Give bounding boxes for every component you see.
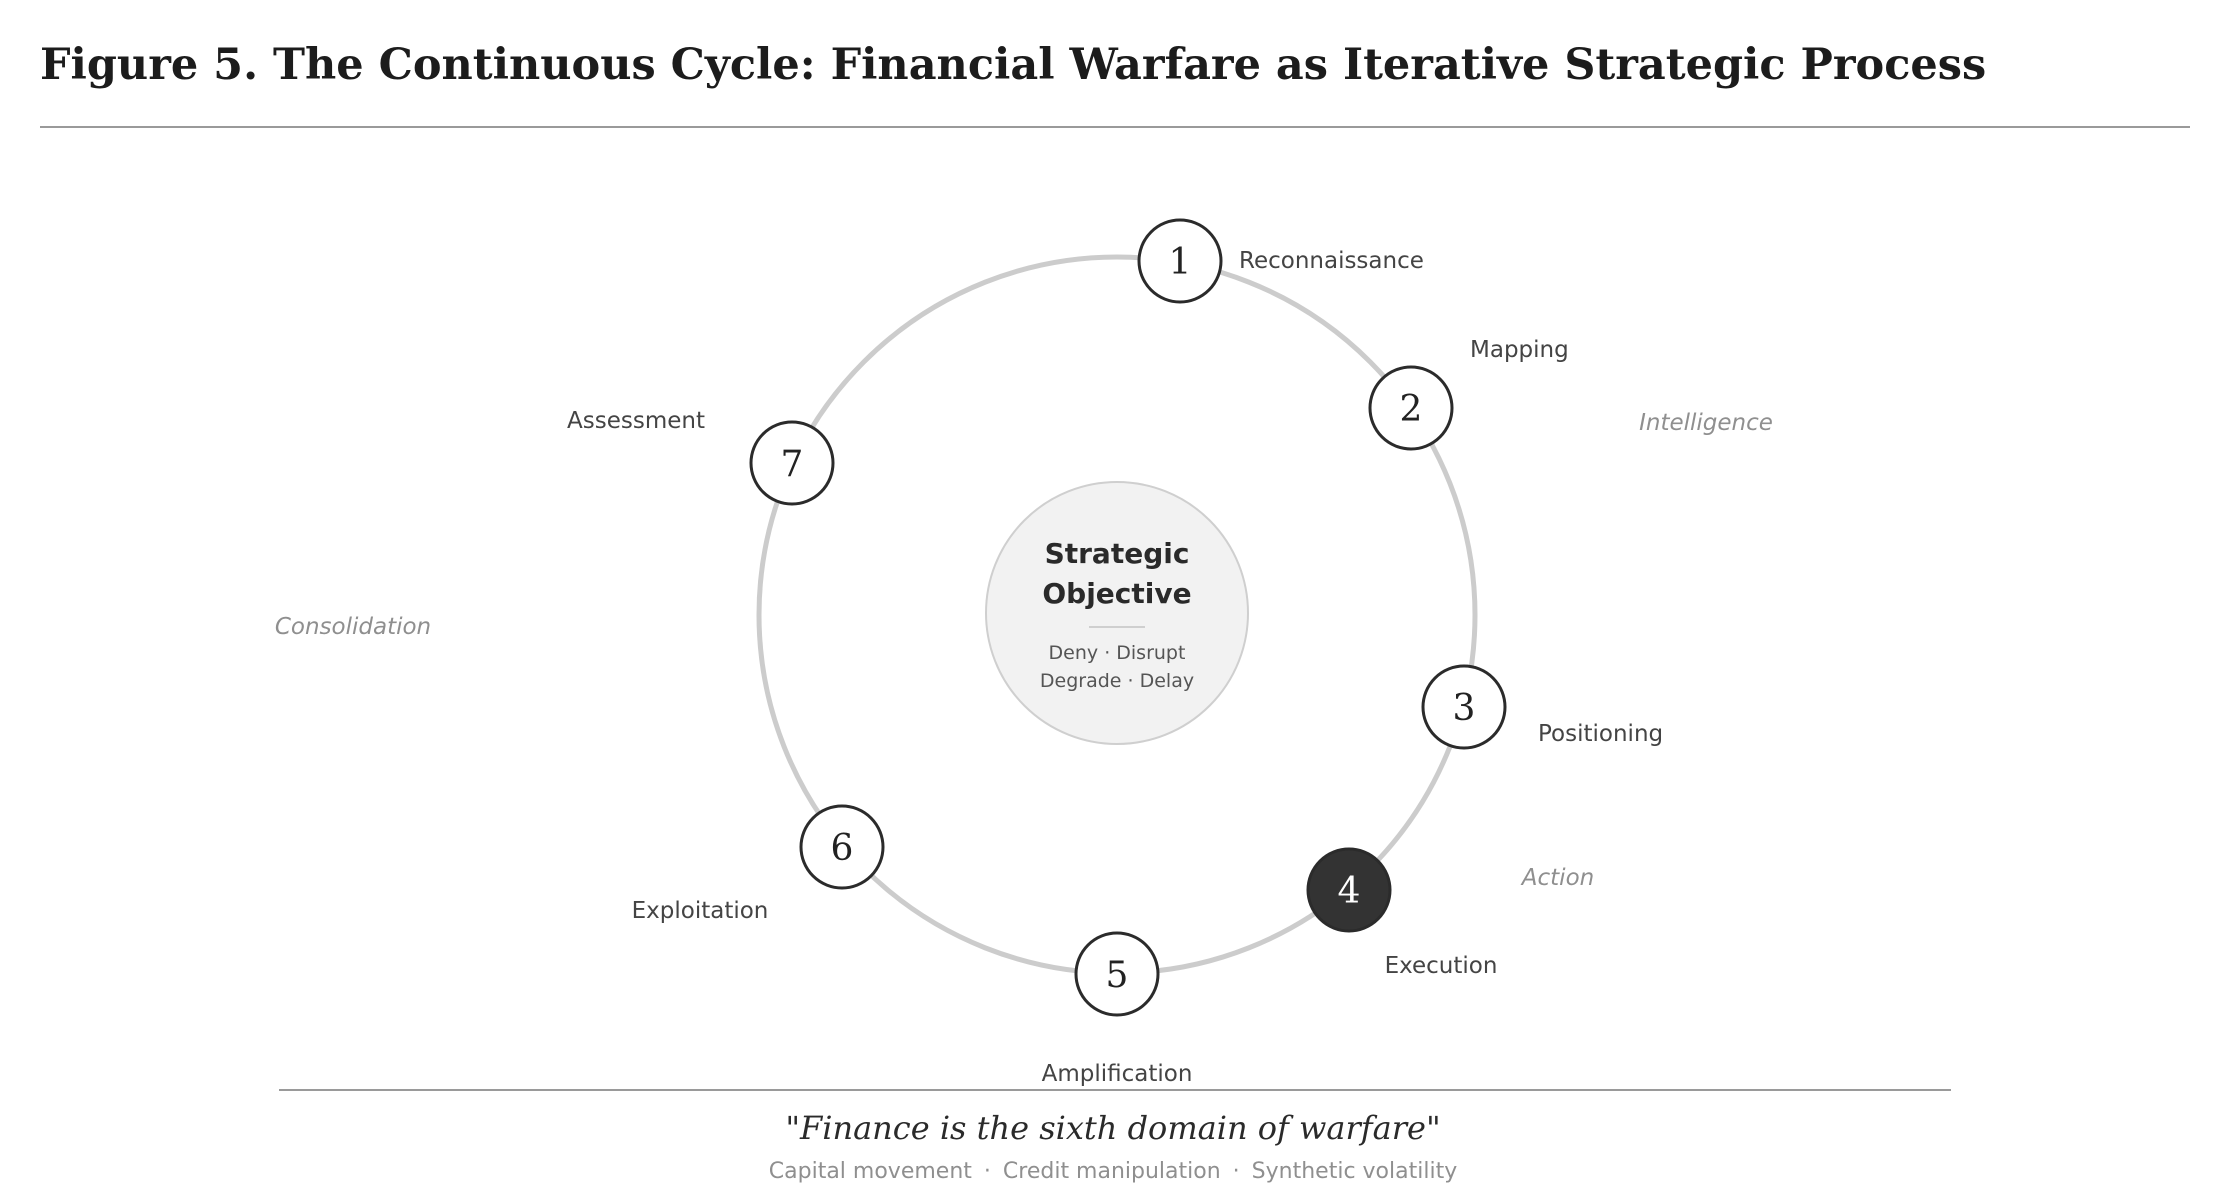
figure-title: Figure 5. The Continuous Cycle: Financia… bbox=[40, 40, 1987, 90]
step-number: 2 bbox=[1400, 389, 1423, 430]
step-number: 5 bbox=[1106, 955, 1129, 996]
title-divider bbox=[40, 126, 2190, 128]
step-node-circle bbox=[749, 420, 835, 506]
step-node-1: 1 bbox=[1137, 218, 1223, 304]
step-node-3: 3 bbox=[1421, 664, 1507, 750]
step-number: 4 bbox=[1338, 871, 1361, 912]
step-label-positioning: Positioning bbox=[1538, 721, 1663, 747]
step-label-mapping: Mapping bbox=[1470, 337, 1569, 363]
step-node-circle bbox=[1421, 664, 1507, 750]
quote-divider bbox=[279, 1089, 1951, 1091]
step-node-circle bbox=[1306, 847, 1392, 933]
step-number: 6 bbox=[831, 828, 854, 869]
step-label-exploitation: Exploitation bbox=[632, 898, 769, 924]
center-title-line1: Strategic bbox=[1045, 537, 1190, 570]
phase-label-consolidation: Consolidation bbox=[275, 614, 431, 640]
tag-list: Capital movement · Credit manipulation · Syn… bbox=[0, 1159, 2226, 1184]
step-node-circle bbox=[1074, 931, 1160, 1017]
tag-separator: · bbox=[1232, 1159, 1240, 1184]
phase-label-action: Action bbox=[1520, 865, 1594, 891]
step-number: 3 bbox=[1453, 688, 1476, 729]
step-node-7: 7 bbox=[749, 420, 835, 506]
step-node-circle bbox=[1137, 218, 1223, 304]
center-sub-line1: Deny · Disrupt bbox=[1049, 642, 1186, 664]
tag-synthetic-volatility: Synthetic volatility bbox=[1251, 1159, 1458, 1184]
step-node-2: 2 bbox=[1368, 365, 1454, 451]
tag-capital-movement: Capital movement bbox=[768, 1159, 972, 1184]
step-number: 1 bbox=[1169, 242, 1192, 283]
step-label-reconnaissance: Reconnaissance bbox=[1239, 248, 1424, 274]
quote-text: "Finance is the sixth domain of warfare" bbox=[785, 1109, 1441, 1147]
step-node-circle bbox=[1368, 365, 1454, 451]
step-nodes: 1 2 3 4 5 6 7 bbox=[749, 218, 1507, 1017]
center-objective-circle bbox=[985, 481, 1249, 745]
step-number: 7 bbox=[781, 444, 804, 485]
center-title-line2: Objective bbox=[1042, 577, 1191, 610]
center-sub-line2: Degrade · Delay bbox=[1040, 670, 1194, 692]
step-node-6: 6 bbox=[799, 804, 885, 890]
step-label-amplification: Amplification bbox=[1042, 1061, 1193, 1087]
step-label-execution: Execution bbox=[1385, 953, 1498, 979]
step-node-circle bbox=[799, 804, 885, 890]
step-node-4: 4 bbox=[1306, 847, 1392, 933]
phase-label-intelligence: Intelligence bbox=[1639, 410, 1773, 436]
tag-credit-manipulation: Credit manipulation bbox=[1002, 1159, 1221, 1184]
tag-separator: · bbox=[983, 1159, 991, 1184]
step-node-5: 5 bbox=[1074, 931, 1160, 1017]
step-label-assessment: Assessment bbox=[567, 408, 705, 434]
